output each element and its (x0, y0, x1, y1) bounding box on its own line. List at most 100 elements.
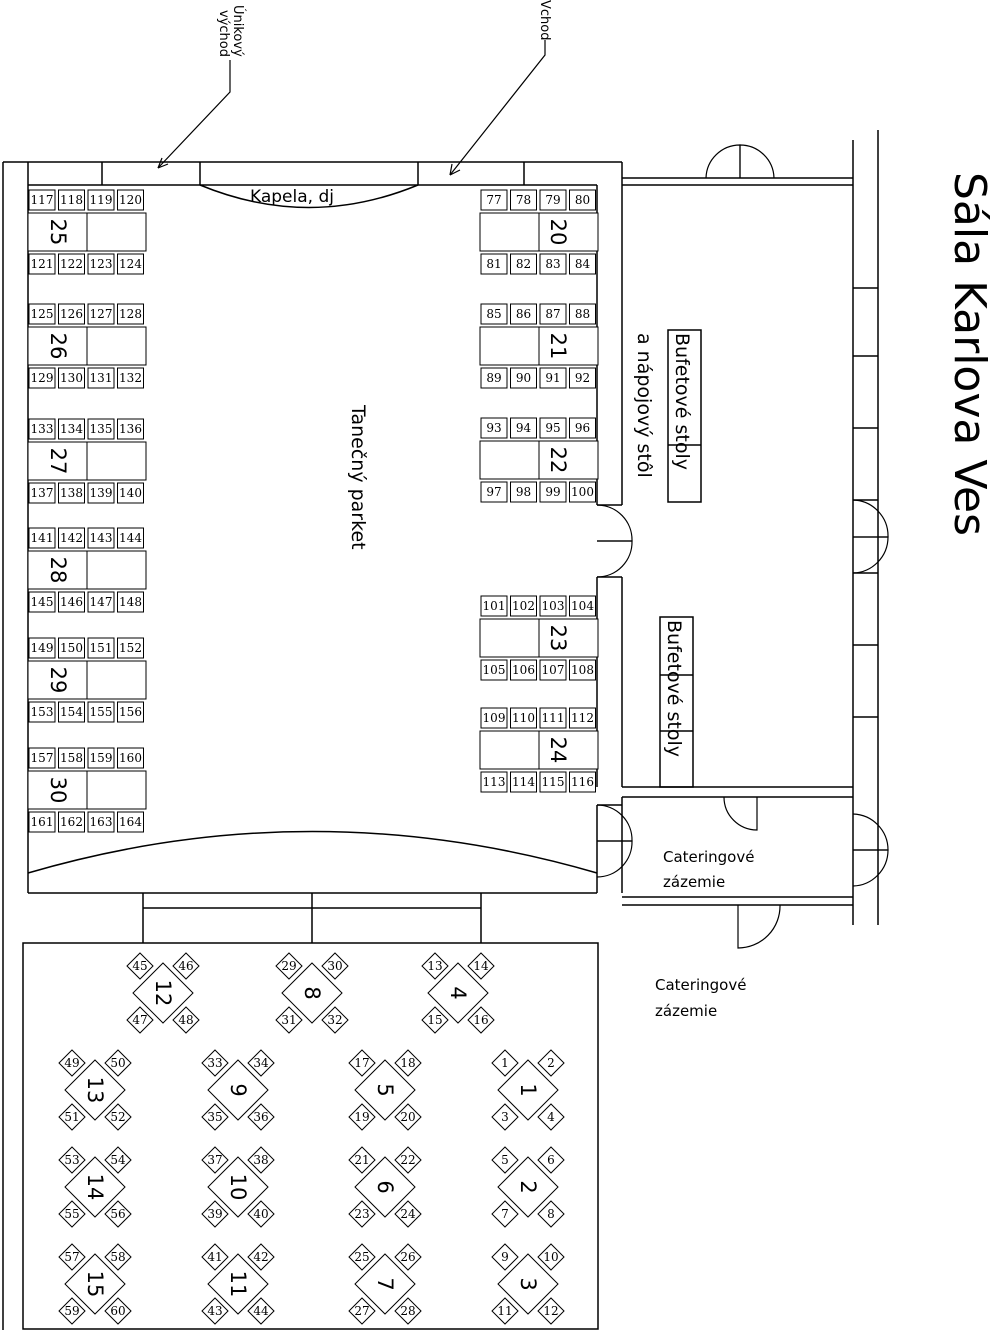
seat (348, 1146, 376, 1174)
seat (510, 303, 537, 325)
seat-number: 52 (110, 1110, 125, 1124)
table-top (281, 962, 343, 1024)
seat (539, 481, 567, 503)
seat-number: 4 (547, 1110, 555, 1124)
seat (491, 1297, 519, 1325)
seat-number: 163 (90, 815, 113, 829)
seat (28, 482, 56, 504)
seat (275, 952, 303, 980)
seat (117, 591, 144, 613)
seat-number: 17 (354, 1056, 369, 1070)
seat-number: 43 (207, 1304, 222, 1318)
seat-number: 145 (31, 595, 54, 609)
seat-number: 86 (516, 307, 531, 321)
seat-number: 118 (60, 193, 83, 207)
seat-number: 95 (545, 421, 560, 435)
seat (87, 527, 115, 549)
seat (348, 1243, 376, 1271)
dance-floor-label: Tanečný parket (347, 404, 369, 550)
table-top (207, 1156, 269, 1218)
table-number: 15 (83, 1271, 107, 1298)
seat (539, 771, 567, 793)
seat (510, 659, 537, 681)
seat (87, 701, 115, 723)
catering-room-label: Cateringové (663, 848, 754, 866)
seat-number: 15 (427, 1013, 442, 1027)
seat-number: 160 (119, 751, 142, 765)
table-number: 3 (516, 1277, 540, 1290)
seat (28, 637, 56, 659)
seat-number: 148 (119, 595, 142, 609)
seat-number: 37 (207, 1153, 222, 1167)
seat (510, 595, 537, 617)
seat-number: 2 (547, 1056, 555, 1070)
seat-number: 150 (60, 641, 83, 655)
seat-number: 9 (501, 1250, 509, 1264)
seat-number: 164 (119, 815, 142, 829)
seat-number: 36 (253, 1110, 268, 1124)
seat (569, 481, 596, 503)
seat-number: 91 (545, 371, 560, 385)
seat (394, 1146, 422, 1174)
table-top (207, 1059, 269, 1121)
seat (275, 1006, 303, 1034)
seat (58, 1146, 86, 1174)
seat-number: 134 (60, 422, 83, 436)
seat (126, 1006, 154, 1034)
seat (480, 367, 508, 389)
seat-number: 135 (90, 422, 113, 436)
seat-number: 140 (119, 486, 142, 500)
seat-number: 49 (64, 1056, 79, 1070)
seat-number: 26 (400, 1250, 415, 1264)
seat-number: 103 (542, 599, 565, 613)
catering-outside-label-2: zázemie (655, 1002, 717, 1020)
seat (28, 189, 56, 211)
seat (117, 701, 144, 723)
seat-number: 41 (207, 1250, 222, 1264)
seat-number: 35 (207, 1110, 222, 1124)
table-top (497, 1253, 559, 1315)
seat (172, 1006, 200, 1034)
seat-number: 146 (60, 595, 83, 609)
seat-number: 115 (542, 775, 565, 789)
table-number: 2 (516, 1180, 540, 1193)
seat-number: 149 (31, 641, 54, 655)
seat-number: 8 (547, 1207, 555, 1221)
seat (201, 1146, 229, 1174)
seat (104, 1049, 132, 1077)
seat (28, 303, 56, 325)
seat (480, 189, 508, 211)
seat (348, 1200, 376, 1228)
seat-number: 154 (60, 705, 83, 719)
table-top (354, 1059, 416, 1121)
table-number: 25 (46, 219, 70, 246)
table-number: 8 (300, 986, 324, 999)
catering-outside-label: Cateringové (655, 976, 746, 994)
